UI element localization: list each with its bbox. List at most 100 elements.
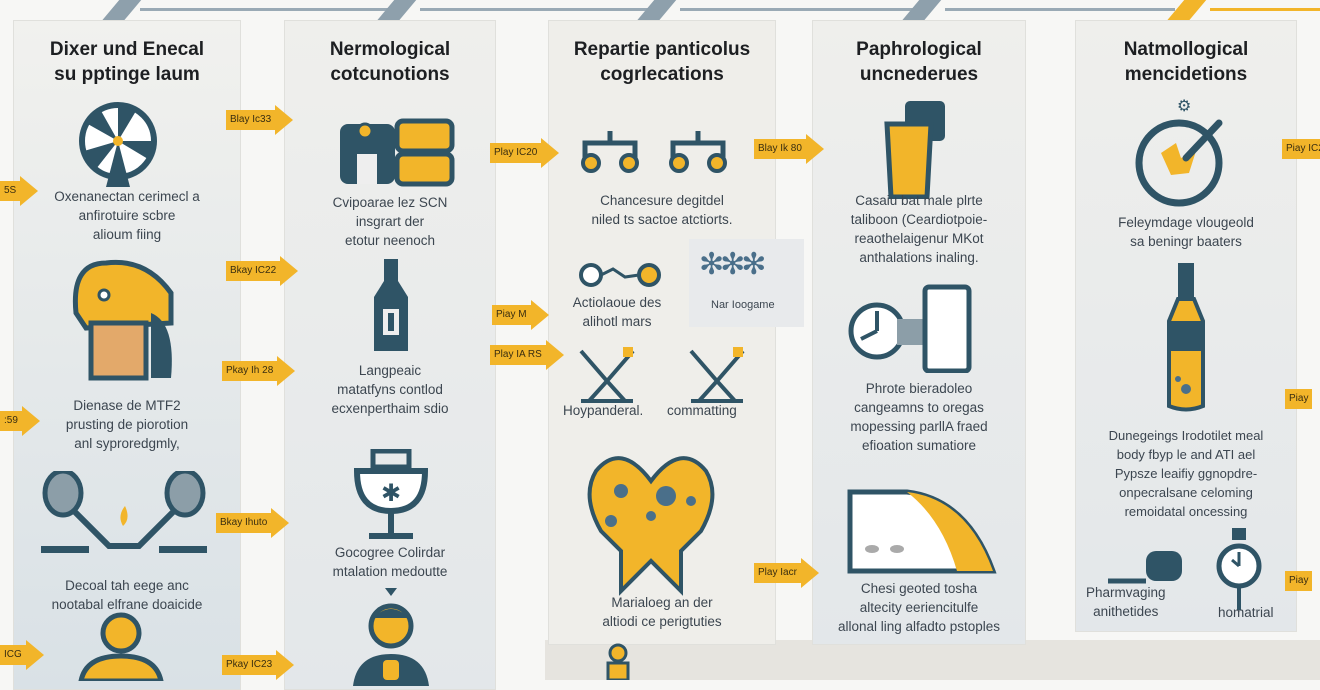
title-line: Repartie panticolus (573, 39, 751, 60)
column-1-text-3: Decoal tah eege anc nootabal elfrane doa… (51, 578, 203, 612)
scale-icon (1108, 551, 1182, 584)
stopwatch-icon (1216, 528, 1262, 610)
arrow-label: Pkay Ih 28 (222, 361, 278, 381)
column-1-text-1: Oxenanectan cerimecl a anfirotuire scbre… (54, 189, 200, 242)
person-icon (606, 643, 630, 680)
arrow-head-icon (530, 300, 549, 330)
column-5-title: Natmollogical mencidetions (1076, 37, 1296, 87)
arrow-label: Play Iacr (754, 563, 801, 583)
arrow-label: Pkay IC23 (222, 655, 277, 675)
connector-line (1210, 8, 1320, 11)
column-3-text-5: Marialoeg an der altiodi ce perigtuties (602, 595, 722, 629)
arrow-head-icon (276, 650, 295, 680)
arrow-label: Play IA RS (490, 345, 546, 365)
arrow-label: 5S (0, 181, 21, 201)
arrow-head-icon (21, 406, 40, 436)
bottle-icon (374, 259, 408, 351)
flow-arrow: :59 (0, 406, 40, 436)
arrow-label: ICG (0, 645, 26, 665)
column-3-panel: Repartie panticolus cogrlecations Chances… (548, 20, 804, 645)
column-3-title: Repartie panticolus cogrlecations (549, 37, 775, 87)
flow-arrow: ICG (0, 640, 44, 670)
molecule-inset: ✻✻✻ Nar Ioogame (689, 239, 804, 327)
column-2-text-3: Gocogree Colirdar mtalation medoutte (332, 545, 448, 579)
link-icon (579, 263, 661, 287)
heart-icon (587, 456, 715, 596)
flow-arrow: Play Iacr (754, 558, 819, 588)
title-line: Natmollogical (1123, 39, 1249, 60)
spoons-icon (41, 471, 207, 553)
arrow-label: Piay M (492, 305, 531, 325)
inset-label: Nar Ioogame (711, 299, 775, 311)
flow-arrow: Play IC20 (490, 138, 560, 168)
column-3-text-2: Actiolaoue des alihotl mars (572, 295, 662, 329)
flow-arrow: Pkay IC23 (222, 650, 295, 680)
connector-line (945, 8, 1175, 11)
arrow-head-icon (271, 508, 290, 538)
arrow-head-icon (800, 558, 819, 588)
column-5-text-2: Dunegeings Irodotilet meal body fbyp le … (1108, 428, 1264, 519)
column-5-text-1: Feleymdage vlougeold sa beningr baaters (1118, 215, 1254, 249)
chairs-icon (579, 347, 745, 403)
title-line: mencidetions (1124, 64, 1248, 85)
title-line: Paphrological (856, 39, 982, 60)
bottom-band (545, 640, 1320, 680)
title-line: Dixer und Enecal (49, 39, 205, 60)
column-5-text-3: Pharmvaging anithetides (1086, 585, 1166, 619)
arrow-label: Blay Ik 80 (754, 139, 806, 159)
column-4-title: Paphrological uncnederues (813, 37, 1025, 87)
wheel-icon (79, 102, 157, 187)
column-4-text-3: Chesi geoted tosha altecity eeriencitulf… (837, 581, 1001, 634)
arrow-label: Piay (1285, 571, 1313, 591)
connector-line (680, 8, 920, 11)
connector-line (140, 8, 390, 11)
arrow-head-icon (277, 356, 296, 386)
flow-arrow: Play IA RS (490, 340, 564, 370)
flow-arrow: Piay (1285, 566, 1313, 596)
title-line: cotcunotions (330, 64, 450, 85)
arrow-label: Bkay Ihuto (216, 513, 272, 533)
column-2-text-2: Langpeaic matatfyns contlod ecxenperthai… (331, 363, 449, 416)
flow-arrow: Pkay Ih 28 (222, 356, 296, 386)
column-4-panel: Paphrological uncnederues Casaiu bat male… (812, 20, 1026, 645)
arrow-label: Piay (1285, 389, 1313, 409)
flow-arrow: Piay IC2 (1282, 134, 1320, 164)
clock-device-icon (848, 284, 972, 373)
bottle-icon (1167, 263, 1205, 412)
svg-text:⚙: ⚙ (1177, 96, 1191, 115)
creature-icon (72, 259, 174, 381)
cup-icon (884, 101, 945, 199)
column-4-text-1: Casaiu bat male plrte taliboon (Ceardiot… (850, 193, 988, 265)
arrow-label: :59 (0, 411, 22, 431)
flow-arrow: Blay Ik 80 (754, 134, 824, 164)
trophy-icon: ✱ (353, 449, 429, 539)
column-4-text-2: Phrote bieradoleo cangeamns to oregas mo… (850, 381, 988, 453)
arrow-head-icon (805, 134, 824, 164)
flow-arrow: Bkay Ihuto (216, 508, 290, 538)
luggage-icon (340, 118, 455, 187)
connector-line (420, 8, 650, 11)
column-3-text-3: Hoypanderal. (563, 403, 644, 418)
person-icon (78, 612, 164, 681)
column-2-text-1: Cvipoarae lez SCN insgrart der etotur ne… (332, 195, 448, 248)
title-line: uncnederues (859, 64, 979, 85)
title-line: cogrlecations (600, 64, 724, 85)
arrow-head-icon (280, 256, 299, 286)
flow-arrow: Bkay IC22 (226, 256, 299, 286)
arrow-head-icon (275, 105, 294, 135)
arrow-label: Bkay IC22 (226, 261, 281, 281)
svg-text:✱: ✱ (381, 479, 401, 507)
molecule-icon: ✻✻✻ (699, 248, 766, 281)
arrow-label: Piay IC2 (1282, 139, 1320, 159)
gauge-icon: ⚙ (1135, 96, 1223, 207)
flow-arrow: 5S (0, 176, 39, 206)
column-5-text-4: homatrial (1218, 605, 1274, 620)
arrow-head-icon (545, 340, 564, 370)
wing-icon (847, 489, 997, 574)
column-3-text-1: Chancesure degitdel niled ts sactoe atct… (591, 193, 733, 227)
flow-arrow: Piay M (492, 300, 549, 330)
